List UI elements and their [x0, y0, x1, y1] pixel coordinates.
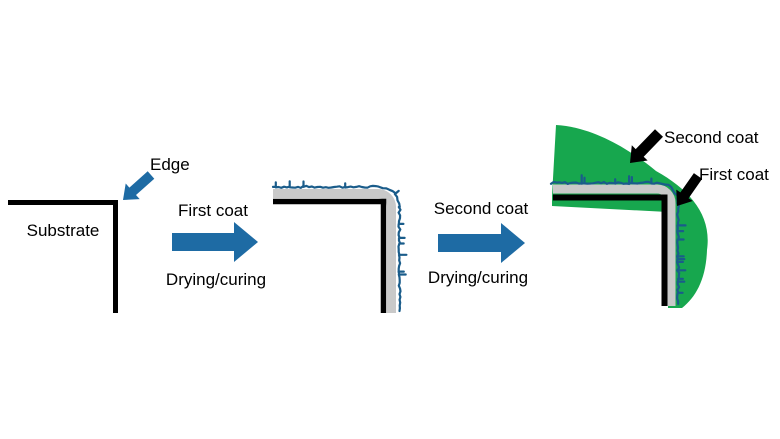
substrate-figure: Substrate Edge	[8, 155, 190, 313]
substrate-outline-coated	[273, 198, 387, 313]
first-coat-step-label: First coat	[178, 201, 248, 220]
drying-curing-label-1: Drying/curing	[166, 270, 266, 289]
process-arrow-body	[172, 233, 235, 251]
second-coat-annotation-label: Second coat	[664, 128, 759, 147]
process-arrow-body-2	[438, 234, 501, 252]
first-coat-layer	[273, 189, 396, 313]
process-arrow-head	[234, 222, 258, 262]
second-coat-annotation-arrow-icon	[630, 129, 663, 163]
first-coat-annotation-arrow-icon	[676, 173, 703, 206]
edge-label: Edge	[150, 155, 190, 174]
second-coat-figure: Second coat First coat	[549, 125, 769, 308]
first-coat-figure	[271, 180, 408, 313]
substrate-outline	[8, 200, 118, 313]
second-coat-step-label: Second coat	[434, 199, 529, 218]
drying-curing-label-2: Drying/curing	[428, 268, 528, 287]
first-coat-layer-2	[553, 184, 676, 306]
rough-surface-texture	[271, 180, 408, 313]
process-arrow-right-icon	[172, 222, 258, 262]
process-step-2: Second coat Drying/curing	[428, 199, 529, 287]
process-arrow-right-icon-2	[438, 223, 525, 263]
substrate-outline-coated-2	[553, 194, 668, 306]
edge-arrow-icon	[123, 171, 155, 200]
first-coat-annotation-label: First coat	[699, 165, 769, 184]
process-arrow-head-2	[501, 223, 525, 263]
substrate-label: Substrate	[27, 221, 100, 240]
process-step-1: First coat Drying/curing	[166, 201, 266, 289]
